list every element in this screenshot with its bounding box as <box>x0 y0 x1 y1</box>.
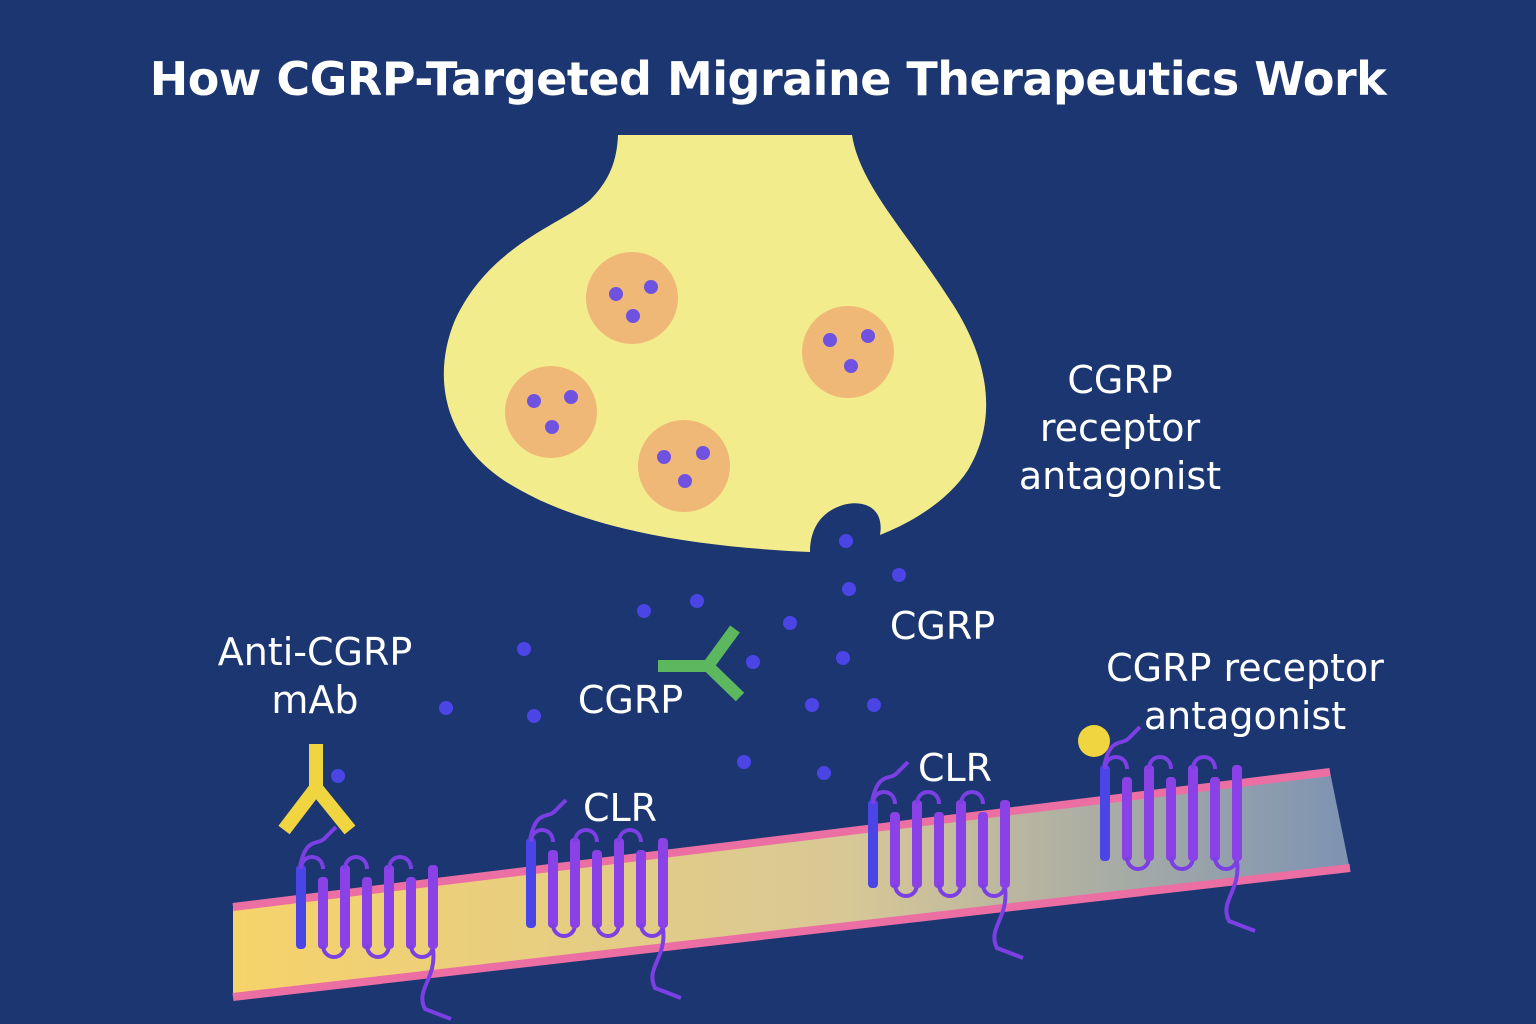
cgrp-peptides <box>331 534 906 783</box>
label-line: CGRP receptor <box>1106 646 1384 690</box>
cgrp-label-left: CGRP <box>577 678 684 722</box>
anti-cgrp-mab-icon <box>278 744 356 835</box>
clr-label-2: CLR <box>917 746 993 790</box>
label-line: mAb <box>271 678 359 722</box>
antagonist-label-right: CGRP receptor antagonist <box>1080 644 1410 740</box>
clr-receptor <box>296 825 452 1021</box>
antibody-icon <box>658 625 745 702</box>
vesicle <box>505 366 597 458</box>
vesicle <box>802 306 894 398</box>
diagram-title: How CGRP-Targeted Migraine Therapeutics … <box>149 52 1387 106</box>
label-line: CGRP <box>1067 358 1173 402</box>
clr-receptor <box>1100 725 1256 933</box>
anti-cgrp-mab-label: Anti-CGRP mAb <box>190 628 440 724</box>
cgrp-label-right: CGRP <box>889 604 996 648</box>
antagonist-molecule-icon <box>1078 725 1110 757</box>
label-line: antagonist <box>1143 694 1347 738</box>
vesicle <box>638 420 730 512</box>
clr-receptor <box>868 760 1024 960</box>
vesicle <box>586 252 678 344</box>
clr-receptor <box>526 798 682 1000</box>
antagonist-label-top: CGRP receptor antagonist <box>990 356 1250 500</box>
postsynaptic-membrane <box>232 768 1351 1001</box>
label-line: antagonist <box>1018 454 1222 498</box>
label-line: Anti-CGRP <box>217 630 413 674</box>
label-line: receptor <box>1039 406 1201 450</box>
clr-label-1: CLR <box>582 786 658 830</box>
